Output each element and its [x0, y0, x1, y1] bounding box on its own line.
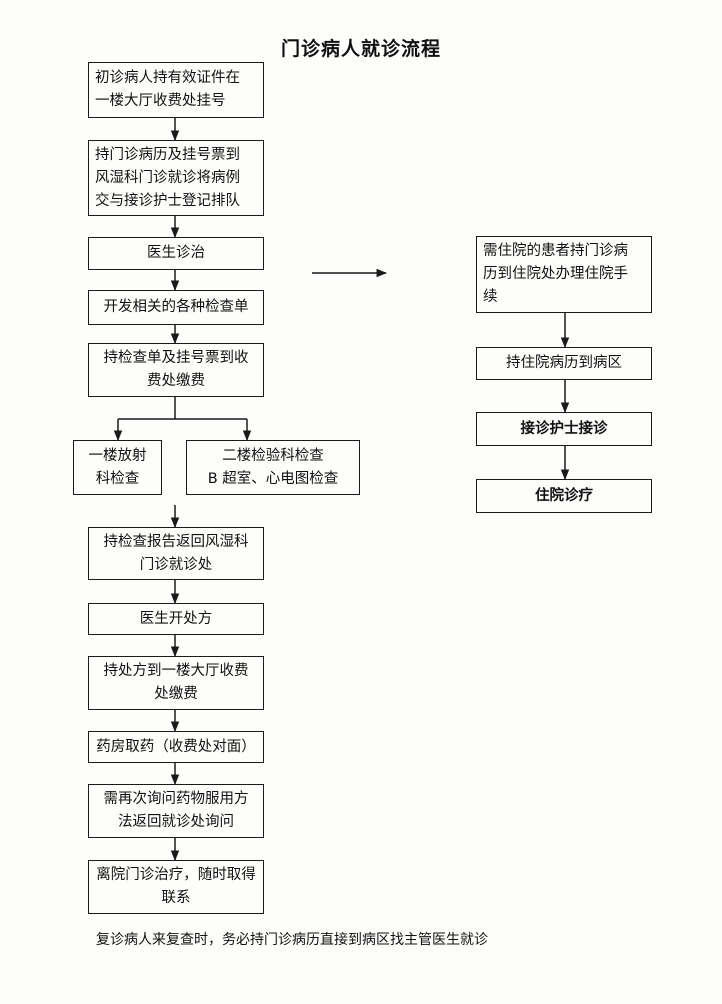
- step-discharge-text: 离院门诊治疗，随时取得 联系: [96, 867, 256, 906]
- step-return-report: 持检查报告返回风湿科 门诊就诊处: [88, 527, 264, 580]
- inpatient-treatment-text: 住院诊疗: [535, 487, 593, 504]
- step-queue-text: 持门诊病历及挂号票到 风湿科门诊就诊将病例 交与接诊护士登记排队: [95, 146, 240, 209]
- step-pay-prescription: 持处方到一楼大厅收费 处缴费: [88, 656, 264, 710]
- step-pharmacy: 药房取药（收费处对面）: [88, 731, 264, 763]
- step-medication-inquiry: 需再次询问药物服用方 法返回就诊处询问: [88, 784, 264, 838]
- step-discharge: 离院门诊治疗，随时取得 联系: [88, 860, 264, 914]
- step-return-report-text: 持检查报告返回风湿科 门诊就诊处: [103, 533, 249, 573]
- step-queue: 持门诊病历及挂号票到 风湿科门诊就诊将病例 交与接诊护士登记排队: [88, 140, 264, 216]
- step-doctor-diagnosis: 医生诊治: [88, 237, 264, 270]
- step-exam-orders-text: 开发相关的各种检查单: [103, 299, 249, 315]
- inpatient-to-ward-text: 持住院病历到病区: [506, 355, 622, 371]
- step-register: 初诊病人持有效证件在 一楼大厅收费处挂号: [88, 62, 264, 118]
- inpatient-admission: 需住院的患者持门诊病 历到住院处办理住院手 续: [476, 236, 652, 313]
- page-title: 门诊病人就诊流程: [280, 38, 441, 60]
- step-register-text: 初诊病人持有效证件在 一楼大厅收费处挂号: [95, 70, 240, 109]
- step-doctor-diagnosis-text: 医生诊治: [147, 245, 205, 261]
- inpatient-nurse-reception: 接诊护士接诊: [476, 412, 652, 446]
- inpatient-admission-text: 需住院的患者持门诊病 历到住院处办理住院手 续: [483, 243, 628, 305]
- step-radiology-exam-text: 一楼放射 科检查: [88, 447, 147, 487]
- step-lab-exam: 二楼检验科检查 B 超室、心电图检查: [186, 440, 360, 495]
- step-pay-prescription-text: 持处方到一楼大厅收费 处缴费: [103, 663, 249, 702]
- inpatient-nurse-reception-text: 接诊护士接诊: [520, 420, 608, 437]
- step-exam-orders: 开发相关的各种检查单: [88, 290, 264, 325]
- footer-note: 复诊病人来复查时，务必持门诊病历直接到病区找主管医生就诊: [96, 932, 488, 948]
- step-radiology-exam: 一楼放射 科检查: [73, 440, 162, 495]
- step-pharmacy-text: 药房取药（收费处对面）: [96, 738, 256, 755]
- inpatient-to-ward: 持住院病历到病区: [476, 347, 652, 380]
- step-pay-exams-text: 持检查单及挂号票到收 费处缴费: [103, 350, 249, 389]
- step-lab-exam-text: 二楼检验科检查 B 超室、心电图检查: [207, 447, 339, 487]
- step-medication-inquiry-text: 需再次询问药物服用方 法返回就诊处询问: [103, 791, 249, 830]
- step-prescription: 医生开处方: [88, 603, 264, 635]
- step-pay-exams: 持检查单及挂号票到收 费处缴费: [88, 343, 264, 397]
- step-prescription-text: 医生开处方: [139, 610, 213, 627]
- inpatient-treatment: 住院诊疗: [476, 479, 652, 513]
